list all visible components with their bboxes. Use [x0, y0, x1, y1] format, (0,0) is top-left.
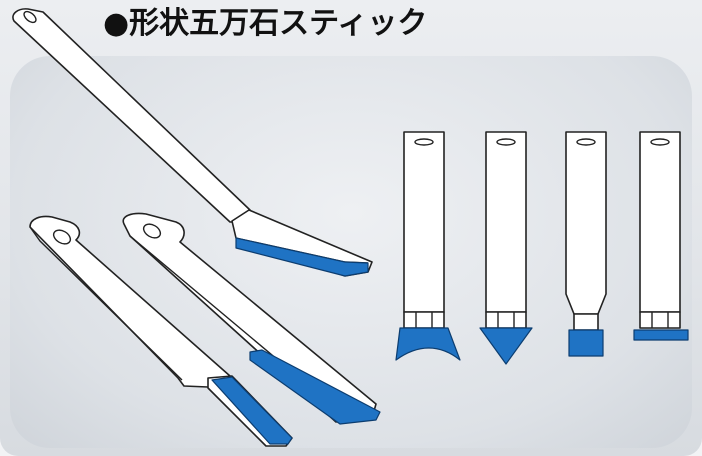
tip-v-point-icon [479, 131, 533, 365]
flat-stick-narrow-icon [29, 215, 293, 447]
flat-stick-wide-icon [122, 212, 381, 425]
page-title: ●形状五万石スティック [103, 6, 428, 41]
tip-square-narrow-icon [565, 131, 607, 357]
tip-flat-icon [633, 131, 689, 341]
tip-concave-icon [395, 131, 461, 361]
angled-stick-icon [12, 8, 373, 277]
